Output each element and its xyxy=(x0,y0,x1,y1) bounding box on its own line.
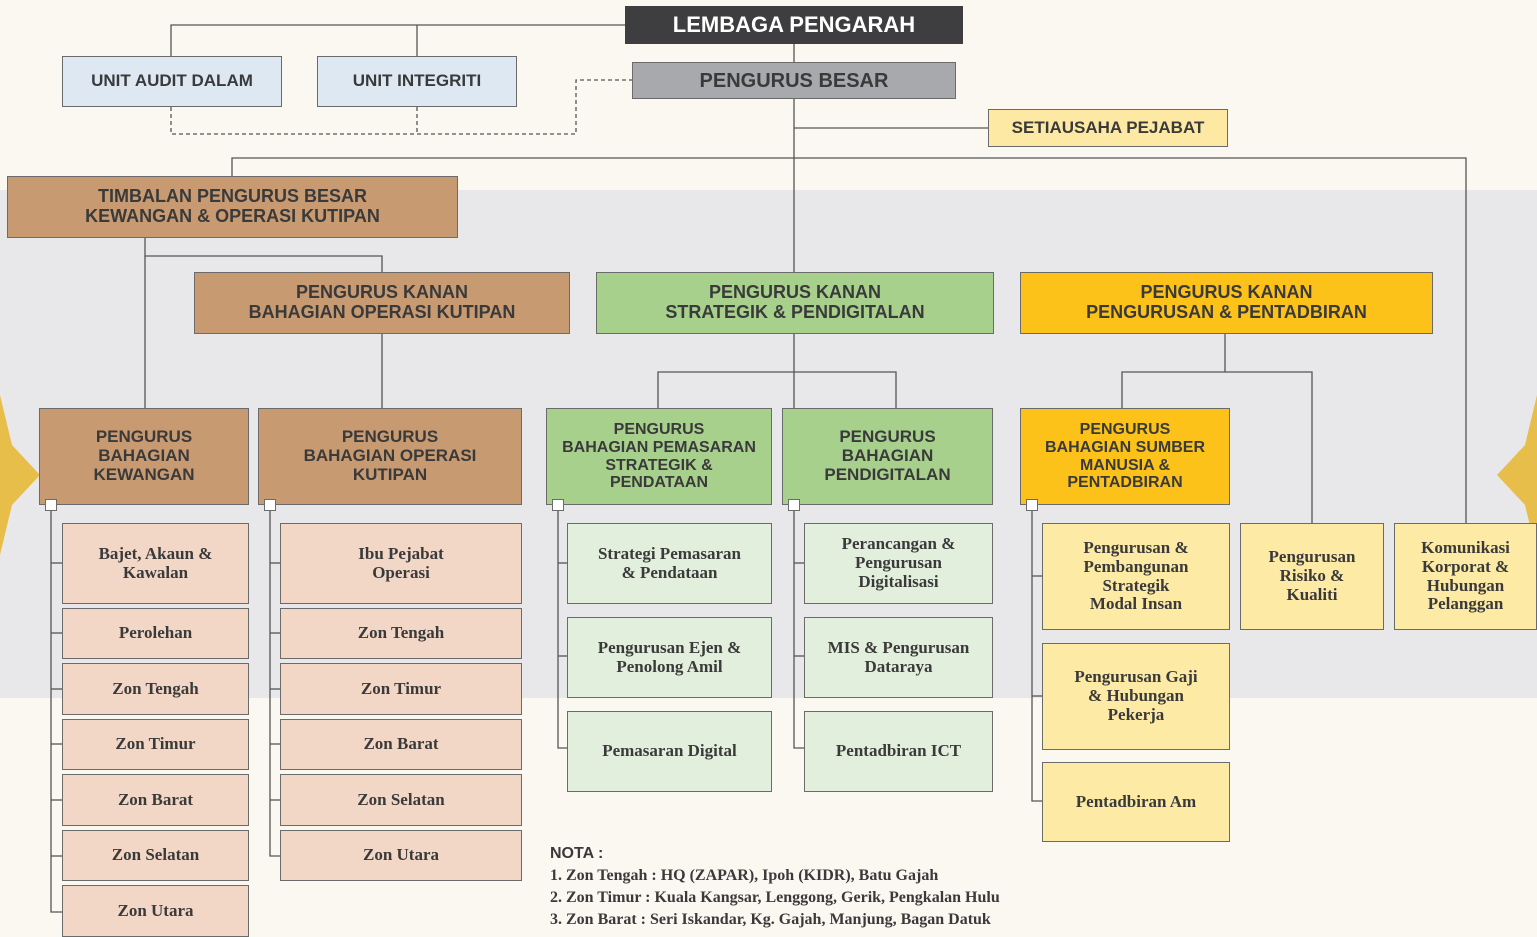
unit-label: Pengurusan & Pembangunan Strategik Modal… xyxy=(1083,538,1189,614)
operations-unit: Zon Utara xyxy=(280,830,522,881)
operations-unit: Zon Barat xyxy=(280,719,522,770)
star-ornament-icon xyxy=(1497,395,1537,555)
integrity-unit-box: UNIT INTEGRITI xyxy=(317,56,517,107)
unit-label: Zon Selatan xyxy=(111,845,200,865)
marketing-unit: Pemasaran Digital xyxy=(567,711,772,792)
unit-label: Zon Tengah xyxy=(357,623,445,643)
finance-division-label: PENGURUS BAHAGIAN KEWANGAN xyxy=(93,427,195,484)
collection-ops-division-label: PENGURUS BAHAGIAN OPERASI KUTIPAN xyxy=(303,427,477,484)
finance-division-box: PENGURUS BAHAGIAN KEWANGAN xyxy=(39,408,249,505)
unit-label: Strategi Pemasaran & Pendataan xyxy=(597,543,742,582)
star-ornament-icon xyxy=(0,395,40,555)
unit-label: Zon Utara xyxy=(117,900,194,920)
integrity-unit-label: UNIT INTEGRITI xyxy=(352,71,482,91)
unit-label: Pengurusan Gaji & Hubungan Pekerja xyxy=(1074,667,1198,724)
connector-node xyxy=(788,499,800,511)
unit-label: Perolehan xyxy=(118,623,193,643)
operations-unit: Zon Timur xyxy=(280,663,522,715)
unit-label: Zon Utara xyxy=(362,845,440,865)
unit-label: Zon Barat xyxy=(117,789,194,809)
hr-unit: Pengurusan & Pembangunan Strategik Modal… xyxy=(1042,523,1230,630)
general-manager-box: PENGURUS BESAR xyxy=(632,62,956,99)
unit-label: Ibu Pejabat Operasi xyxy=(358,543,444,582)
note-item: 3. Zon Barat : Seri Iskandar, Kg. Gajah,… xyxy=(550,911,991,928)
marketing-division-label: PENGURUS BAHAGIAN PEMASARAN STRATEGIK & … xyxy=(562,421,756,492)
operations-unit: Zon Tengah xyxy=(280,608,522,659)
unit-label: Pemasaran Digital xyxy=(602,741,737,761)
unit-label: Zon Barat xyxy=(363,734,439,754)
unit-label: Pentadbiran ICT xyxy=(835,741,962,761)
marketing-unit: Pengurusan Ejen & Penolong Amil xyxy=(567,617,772,698)
marketing-division-box: PENGURUS BAHAGIAN PEMASARAN STRATEGIK & … xyxy=(546,408,772,505)
senior-manager-operations-label: PENGURUS KANAN BAHAGIAN OPERASI KUTIPAN xyxy=(248,282,516,322)
hr-unit: Pengurusan Gaji & Hubungan Pekerja xyxy=(1042,643,1230,750)
corporate-comms-label: Komunikasi Korporat & Hubungan Pelanggan xyxy=(1421,538,1510,614)
hr-division-box: PENGURUS BAHAGIAN SUMBER MANUSIA & PENTA… xyxy=(1020,408,1230,505)
finance-unit: Zon Selatan xyxy=(62,830,249,881)
digital-unit: MIS & Pengurusan Dataraya xyxy=(804,617,993,698)
unit-label: Zon Selatan xyxy=(357,789,445,809)
board-label: LEMBAGA PENGARAH xyxy=(672,11,916,37)
audit-unit-label: UNIT AUDIT DALAM xyxy=(91,71,253,91)
corporate-comms-box: Komunikasi Korporat & Hubungan Pelanggan xyxy=(1394,523,1537,630)
hr-division-label: PENGURUS BAHAGIAN SUMBER MANUSIA & PENTA… xyxy=(1045,421,1205,492)
digital-unit: Pentadbiran ICT xyxy=(804,711,993,792)
operations-unit: Zon Selatan xyxy=(280,774,522,826)
senior-manager-strategic-label: PENGURUS KANAN STRATEGIK & PENDIGITALAN xyxy=(665,282,925,322)
unit-label: Pengurusan Ejen & Penolong Amil xyxy=(597,637,742,676)
notes-section: NOTA : 1. Zon Tengah : HQ (ZAPAR), Ipoh … xyxy=(550,845,1250,929)
finance-unit: Zon Utara xyxy=(62,885,249,937)
general-manager-label: PENGURUS BESAR xyxy=(699,69,889,92)
notes-title: NOTA : xyxy=(550,845,604,862)
finance-unit: Zon Barat xyxy=(62,774,249,826)
digital-division-label: PENGURUS BAHAGIAN PENDIGITALAN xyxy=(824,427,951,484)
board-box: LEMBAGA PENGARAH xyxy=(625,6,963,44)
connector-node xyxy=(552,499,564,511)
unit-label: Pentadbiran Am xyxy=(1075,791,1197,811)
unit-label: MIS & Pengurusan Dataraya xyxy=(827,637,970,676)
unit-label: Zon Tengah xyxy=(112,678,199,698)
senior-manager-strategic-box: PENGURUS KANAN STRATEGIK & PENDIGITALAN xyxy=(596,272,994,334)
marketing-unit: Strategi Pemasaran & Pendataan xyxy=(567,523,772,604)
connector-node xyxy=(45,499,57,511)
finance-unit: Bajet, Akaun & Kawalan xyxy=(62,523,249,604)
deputy-gm-box: TIMBALAN PENGURUS BESAR KEWANGAN & OPERA… xyxy=(7,176,458,238)
connector-node xyxy=(264,499,276,511)
note-item: 1. Zon Tengah : HQ (ZAPAR), Ipoh (KIDR),… xyxy=(550,867,939,884)
senior-manager-admin-box: PENGURUS KANAN PENGURUSAN & PENTADBIRAN xyxy=(1020,272,1433,334)
audit-unit-box: UNIT AUDIT DALAM xyxy=(62,56,282,107)
deputy-gm-label: TIMBALAN PENGURUS BESAR KEWANGAN & OPERA… xyxy=(85,186,380,226)
finance-unit: Zon Tengah xyxy=(62,663,249,715)
finance-unit: Zon Timur xyxy=(62,719,249,770)
finance-unit: Perolehan xyxy=(62,608,249,659)
senior-manager-operations-box: PENGURUS KANAN BAHAGIAN OPERASI KUTIPAN xyxy=(194,272,570,334)
unit-label: Zon Timur xyxy=(115,734,196,754)
operations-unit: Ibu Pejabat Operasi xyxy=(280,523,522,604)
digital-unit: Perancangan & Pengurusan Digitalisasi xyxy=(804,523,993,604)
office-secretary-label: SETIAUSAHA PEJABAT xyxy=(1011,117,1205,137)
note-item: 2. Zon Timur : Kuala Kangsar, Lenggong, … xyxy=(550,889,1000,906)
unit-label: Bajet, Akaun & Kawalan xyxy=(98,543,213,582)
risk-quality-box: Pengurusan Risiko & Kualiti xyxy=(1240,523,1384,630)
risk-quality-label: Pengurusan Risiko & Kualiti xyxy=(1268,547,1356,604)
senior-manager-admin-label: PENGURUS KANAN PENGURUSAN & PENTADBIRAN xyxy=(1086,282,1367,322)
unit-label: Zon Timur xyxy=(360,678,442,698)
connector-node xyxy=(1026,499,1038,511)
collection-ops-division-box: PENGURUS BAHAGIAN OPERASI KUTIPAN xyxy=(258,408,522,505)
office-secretary-box: SETIAUSAHA PEJABAT xyxy=(988,109,1228,147)
digital-division-box: PENGURUS BAHAGIAN PENDIGITALAN xyxy=(782,408,993,505)
hr-unit: Pentadbiran Am xyxy=(1042,762,1230,842)
unit-label: Perancangan & Pengurusan Digitalisasi xyxy=(841,534,956,591)
